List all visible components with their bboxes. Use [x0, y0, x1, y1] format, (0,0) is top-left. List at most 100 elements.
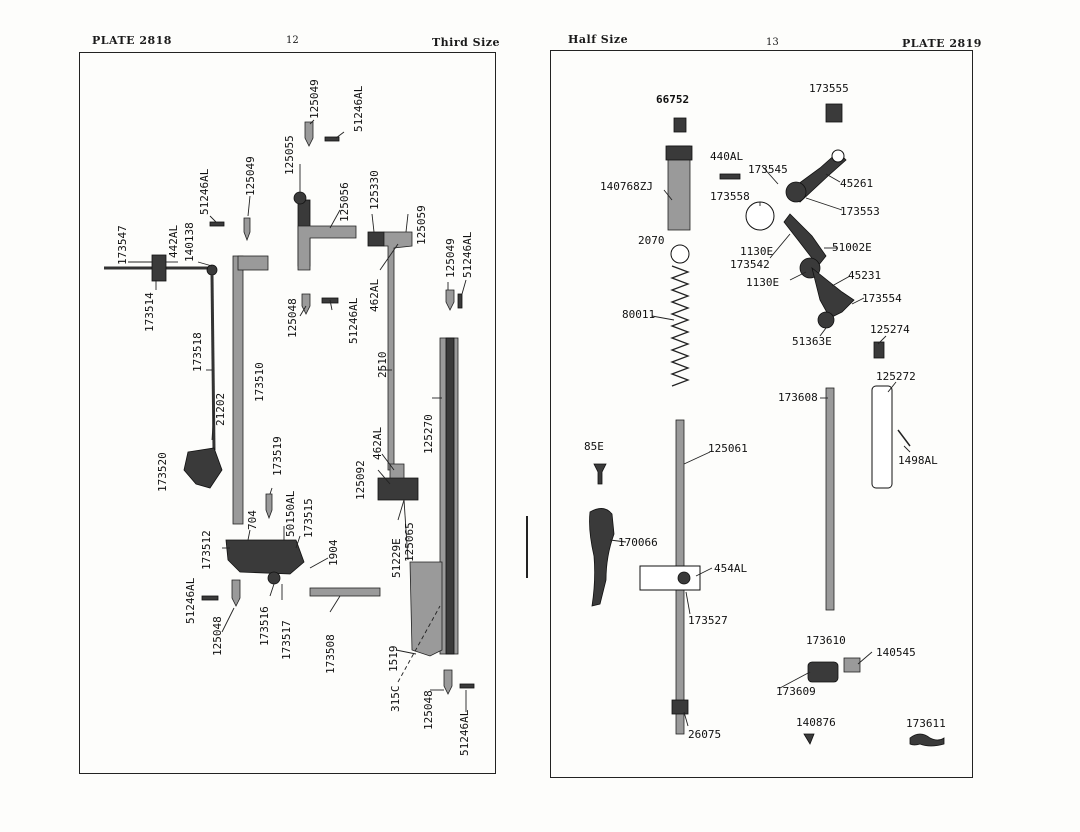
part-442AL-block — [151, 254, 167, 282]
label-125049-a: 125049 — [244, 156, 257, 196]
part-51363E — [817, 311, 835, 329]
label-173609: 173609 — [776, 685, 816, 698]
part-454AL — [639, 565, 701, 591]
left-leaders — [128, 119, 467, 712]
part-140768ZJ-head — [665, 145, 693, 161]
label-173547: 173547 — [116, 225, 129, 265]
right-plate-title: PLATE 2819 — [902, 37, 982, 50]
part-51246AL-e — [201, 595, 219, 601]
label-173520: 173520 — [156, 452, 169, 492]
right-labels: 66752 173555 440AL 173545 45261 140768ZJ… — [584, 82, 946, 741]
label-173514: 173514 — [143, 292, 156, 332]
label-125092: 125092 — [354, 460, 367, 500]
part-85E — [593, 463, 607, 485]
left-plate-title: PLATE 2818 — [92, 34, 172, 47]
label-173553: 173553 — [840, 205, 880, 218]
label-442AL: 442AL — [167, 225, 180, 258]
label-140545: 140545 — [876, 646, 916, 659]
label-315C: 315C — [389, 686, 402, 713]
part-173558-disc — [745, 201, 775, 231]
label-51002E: 51002E — [832, 241, 872, 254]
part-173508-arm — [309, 587, 381, 597]
part-173519-screw — [265, 493, 273, 520]
part-125048-b — [231, 579, 241, 607]
part-45261-end — [831, 149, 845, 163]
part-173553-hub — [785, 181, 807, 203]
part-125048-c — [443, 669, 453, 695]
part-173512-block — [225, 539, 305, 575]
label-125055: 125055 — [283, 135, 296, 175]
left-parts — [104, 121, 475, 695]
label-125048-c: 125048 — [422, 690, 435, 730]
label-80011: 80011 — [622, 308, 655, 321]
label-51246AL-a: 51246AL — [198, 168, 211, 215]
label-125270: 125270 — [422, 414, 435, 454]
label-170066: 170066 — [618, 536, 658, 549]
part-173520-crank — [183, 447, 223, 489]
label-85E: 85E — [584, 440, 604, 453]
label-51363E: 51363E — [792, 335, 832, 348]
part-125056-bracket — [297, 225, 357, 271]
left-page-number: 12 — [286, 35, 299, 46]
right-leaders — [609, 165, 911, 727]
label-173527: 173527 — [688, 614, 728, 627]
part-1498AL — [897, 429, 911, 447]
label-140768ZJ: 140768ZJ — [600, 180, 653, 193]
part-1519-bracket — [409, 561, 443, 657]
part-66752 — [673, 117, 687, 133]
part-140545 — [843, 657, 861, 673]
part-125270-shade — [445, 337, 455, 655]
label-704: 704 — [246, 510, 259, 530]
label-173610: 173610 — [806, 634, 846, 647]
part-454AL-screw — [677, 571, 691, 585]
label-125059: 125059 — [415, 205, 428, 245]
part-51246AL-b — [324, 136, 340, 142]
label-2510: 2510 — [376, 352, 389, 379]
label-125048-a: 125048 — [286, 298, 299, 338]
part-173542-link — [783, 213, 827, 267]
label-125049-c: 125049 — [444, 238, 457, 278]
label-1130E-a: 1130E — [740, 245, 773, 258]
label-173516: 173516 — [258, 606, 271, 646]
left-labels: 173547 442AL 140138 51246AL 125049 12505… — [116, 79, 474, 756]
label-173519: 173519 — [271, 436, 284, 476]
label-125048-b: 125048 — [211, 616, 224, 656]
label-50150AL: 50150AL — [284, 490, 297, 537]
label-51246AL-d: 51246AL — [347, 297, 360, 344]
label-125274: 125274 — [870, 323, 910, 336]
part-80011-spring — [670, 265, 690, 387]
label-173508: 173508 — [324, 634, 337, 674]
part-2070 — [670, 244, 690, 264]
gutter-mark — [526, 516, 528, 578]
part-125049-c — [445, 289, 455, 311]
part-125049-a — [243, 217, 251, 242]
part-51246AL-c — [457, 293, 463, 309]
part-140876 — [803, 733, 815, 745]
left-size-note: Third Size — [432, 36, 501, 49]
part-462AL-b — [389, 463, 405, 479]
label-125272: 125272 — [876, 370, 916, 383]
part-173510-head — [237, 255, 269, 271]
label-454AL: 454AL — [714, 562, 747, 575]
part-125272 — [871, 385, 893, 489]
label-1498AL: 1498AL — [898, 454, 938, 467]
label-1904: 1904 — [327, 539, 340, 566]
label-173518: 173518 — [191, 332, 204, 372]
part-173611 — [909, 733, 945, 747]
label-51246AL-b: 51246AL — [352, 85, 365, 132]
label-140876: 140876 — [796, 716, 836, 729]
label-173542: 173542 — [730, 258, 770, 271]
label-173545: 173545 — [748, 163, 788, 176]
part-125274 — [873, 341, 885, 359]
label-173608: 173608 — [778, 391, 818, 404]
part-51246AL-a — [209, 221, 225, 227]
label-51246AL-c: 51246AL — [461, 231, 474, 278]
label-140138: 140138 — [183, 222, 196, 262]
label-51246AL-f: 51246AL — [458, 709, 471, 756]
label-51246AL-e: 51246AL — [184, 577, 197, 624]
label-173517: 173517 — [280, 620, 293, 660]
label-66752: 66752 — [656, 93, 689, 106]
label-173510: 173510 — [253, 362, 266, 402]
